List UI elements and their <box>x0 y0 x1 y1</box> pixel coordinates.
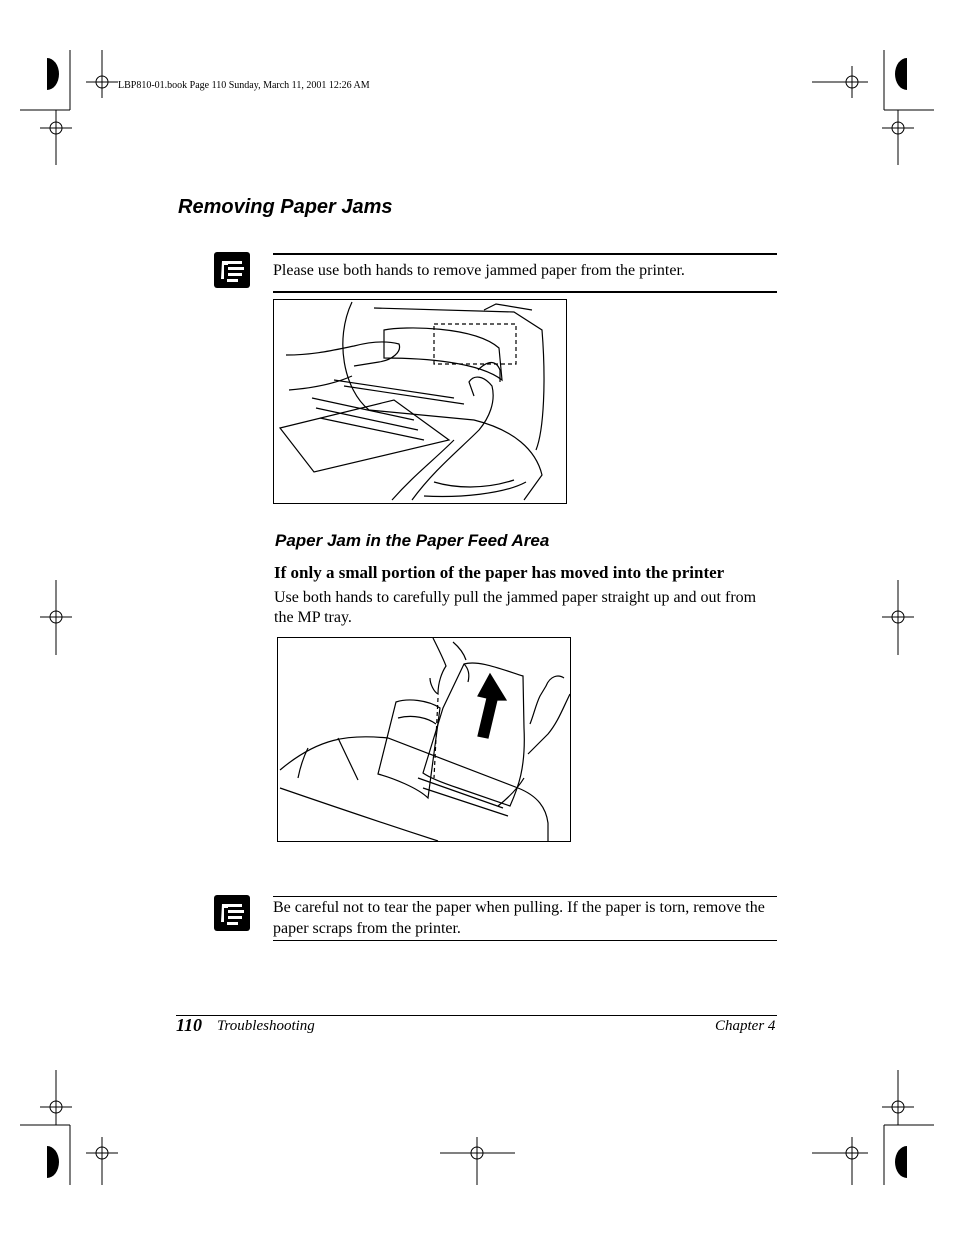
footer-section-name: Troubleshooting <box>217 1018 315 1034</box>
section-title: Removing Paper Jams <box>178 196 393 218</box>
note1-text: Please use both hands to remove jammed p… <box>273 262 685 279</box>
note1-bottom-rule <box>273 291 777 293</box>
figure-paper-jam-removal <box>273 299 567 504</box>
note2-top-rule <box>273 896 777 897</box>
note1-top-rule <box>273 253 777 255</box>
step-instructions: Use both hands to carefully pull the jam… <box>274 589 757 626</box>
note2-bottom-rule <box>273 940 777 941</box>
subsection-title: Paper Jam in the Paper Feed Area <box>275 531 550 550</box>
footer-chapter: Chapter 4 <box>715 1018 776 1034</box>
note-hand-icon <box>214 252 250 288</box>
note-hand-icon <box>214 895 250 931</box>
note2-text: Be careful not to tear the paper when pu… <box>273 899 765 937</box>
footer-rule <box>176 1015 777 1016</box>
book-file-header: LBP810-01.book Page 110 Sunday, March 11… <box>118 80 370 91</box>
page-number: 110 <box>176 1015 203 1035</box>
figure-mp-tray-pull <box>277 637 571 842</box>
step-heading: If only a small portion of the paper has… <box>274 563 725 582</box>
